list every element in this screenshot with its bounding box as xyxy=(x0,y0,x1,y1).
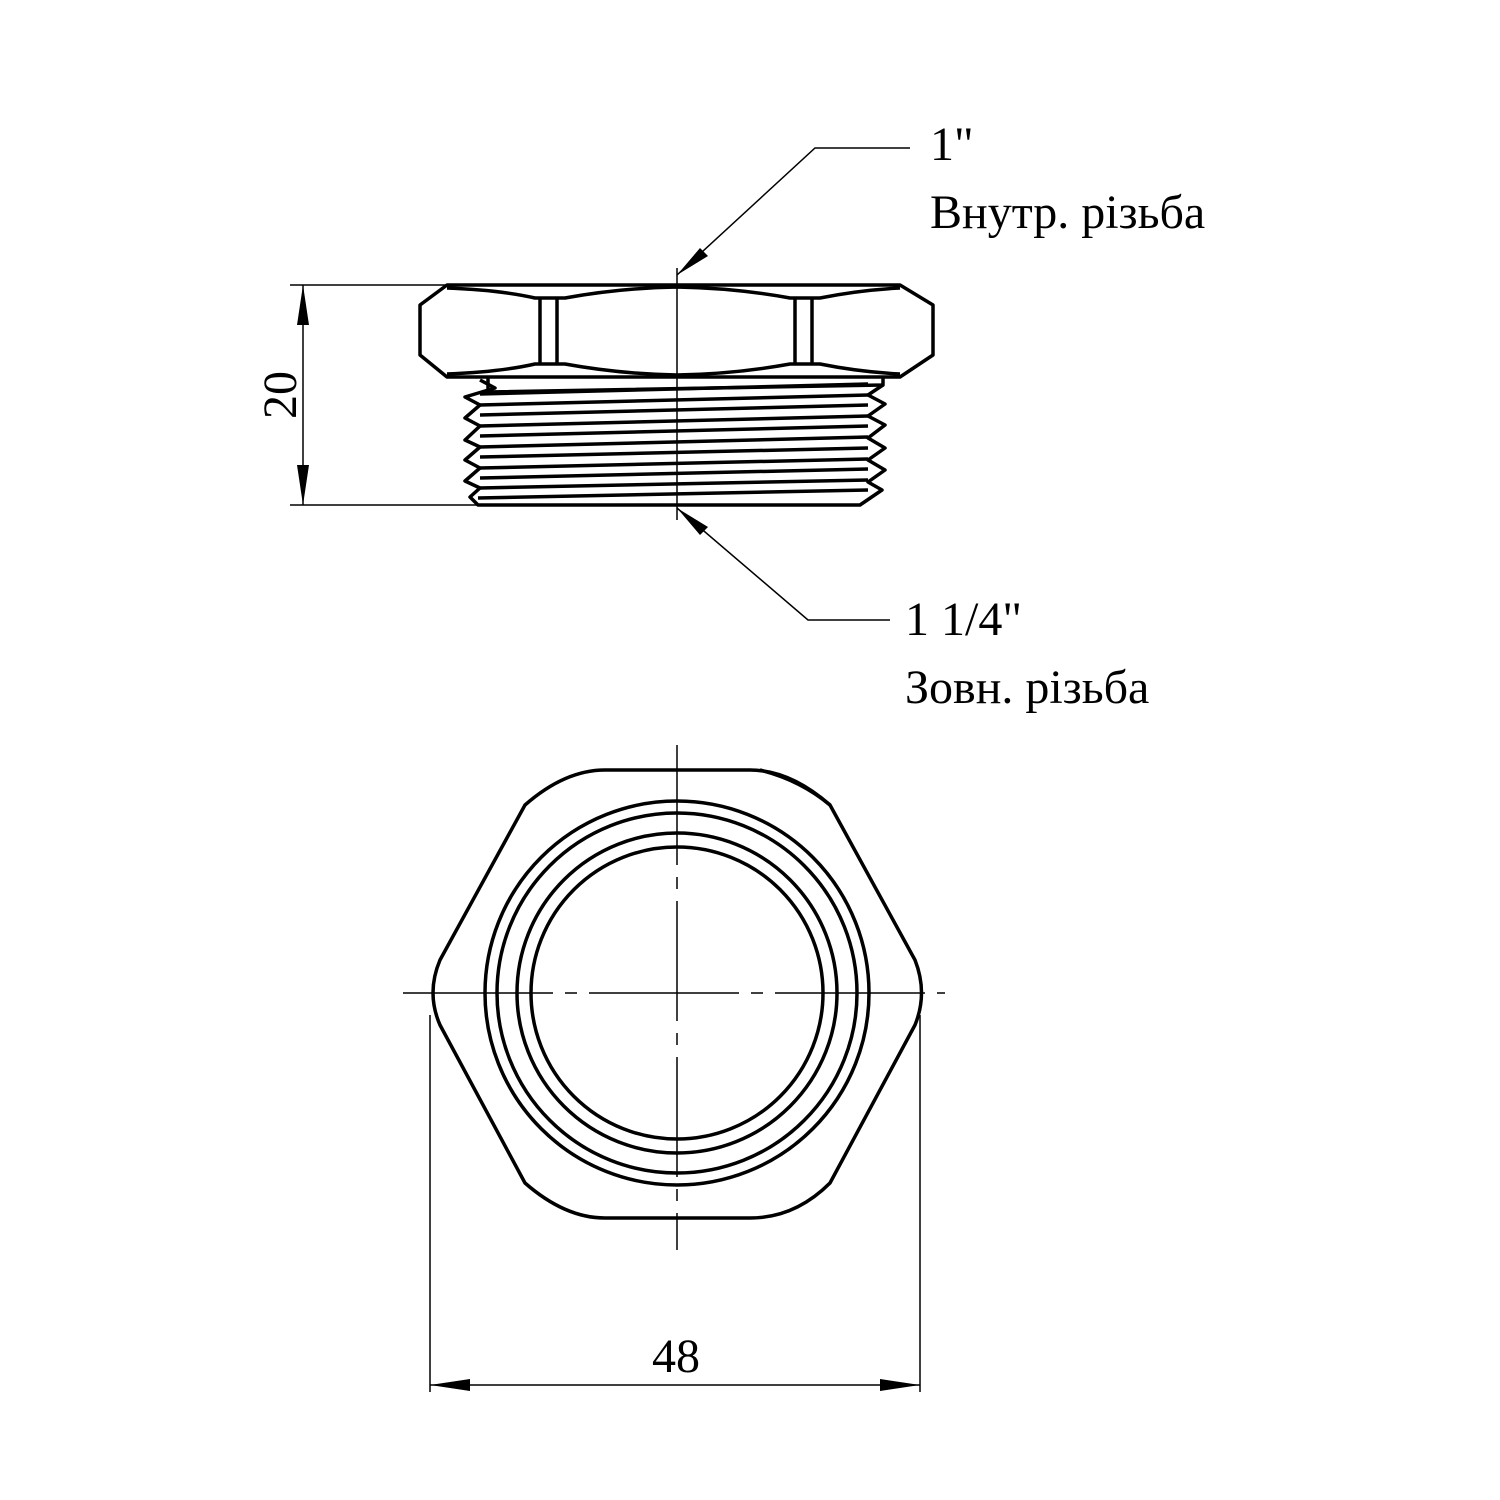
thread-profile xyxy=(463,378,887,507)
width-dimension: 48 xyxy=(652,1330,700,1383)
height-dimension: 20 xyxy=(254,371,307,419)
outer-thread-label: Зовн. різьба xyxy=(905,661,1149,714)
inner-thread-size: 1" xyxy=(930,118,974,171)
inner-thread-label: Внутр. різьба xyxy=(930,186,1205,239)
hex-nut-side xyxy=(418,283,935,379)
top-view: 48 xyxy=(403,745,945,1392)
side-view: 20 1" Внутр. різьба 1 1/4" Зовн. різьба xyxy=(254,118,1205,714)
outer-thread-size: 1 1/4" xyxy=(905,593,1022,646)
